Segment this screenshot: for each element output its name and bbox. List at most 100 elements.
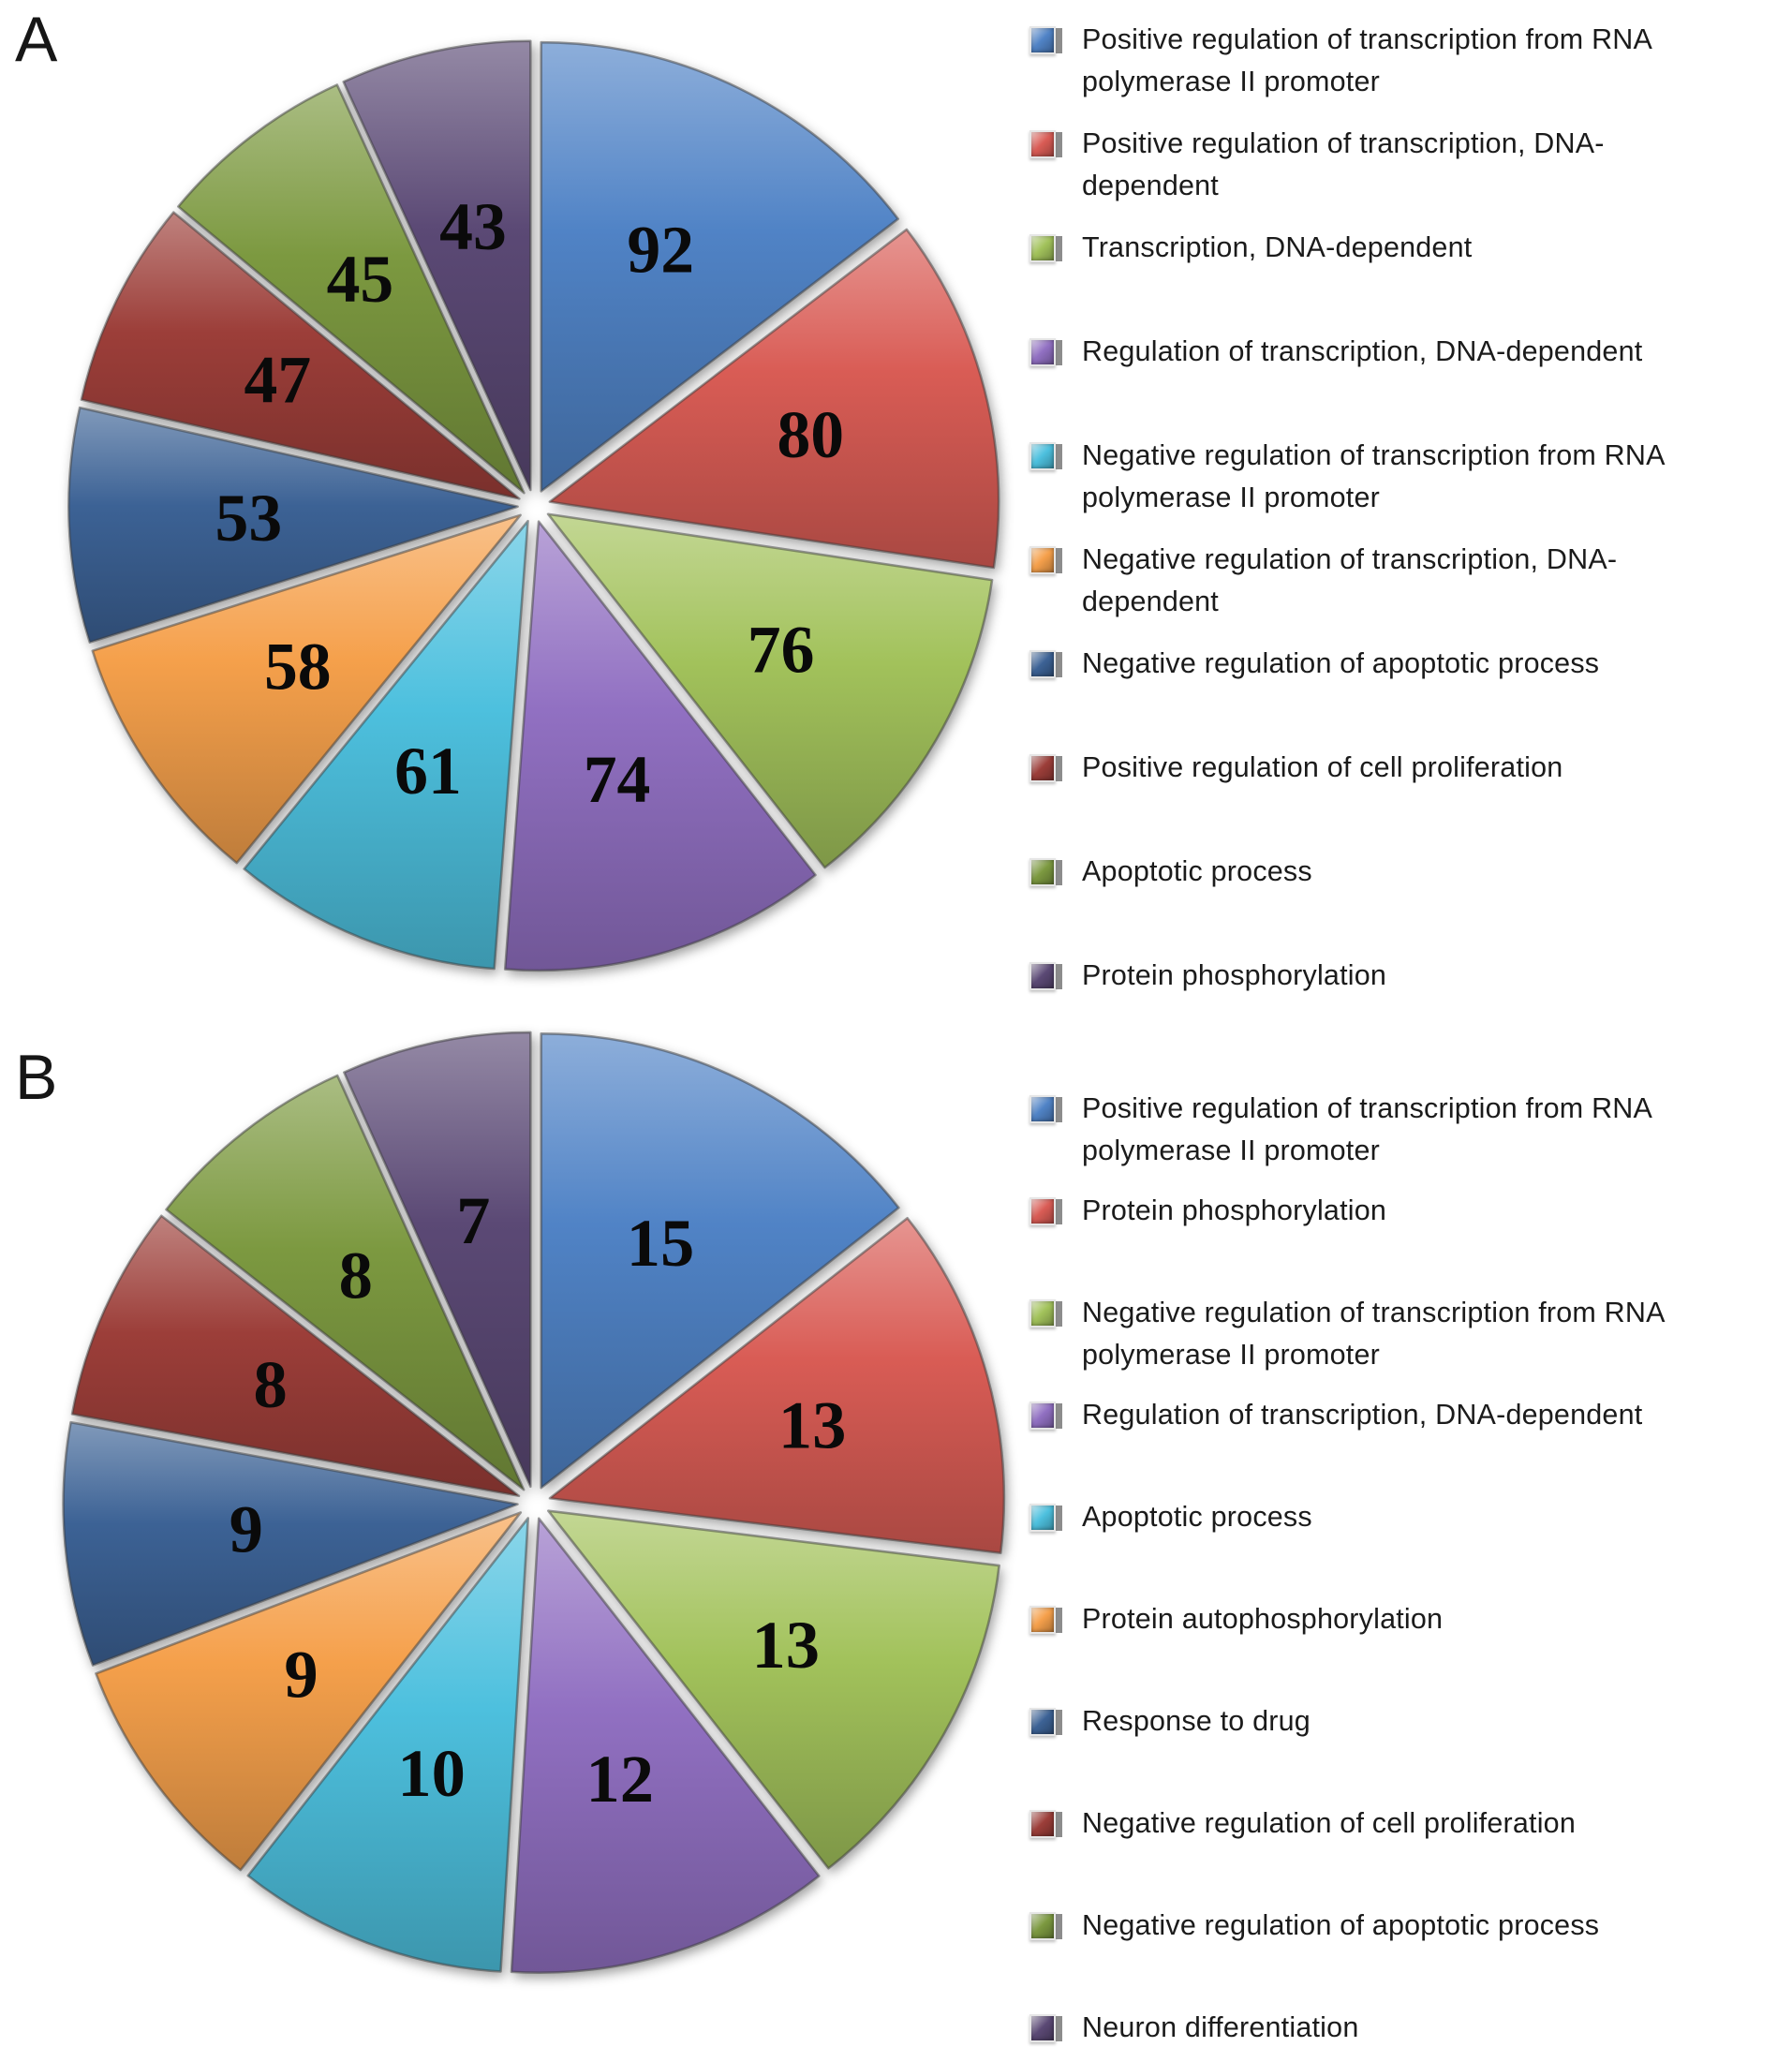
slice-value-label: 10: [397, 1735, 466, 1811]
legend-label: Neuron differentiation: [1082, 2011, 1359, 2043]
legend-color-swatch-icon: [1029, 1606, 1062, 1634]
legend-label: Positive regulation of transcription fro…: [1082, 23, 1653, 97]
legend-label: Response to drug: [1082, 1705, 1311, 1737]
legend-label: Positive regulation of transcription, DN…: [1082, 127, 1605, 201]
legend-item: Neuron differentiation: [1028, 2007, 1792, 2047]
legend-color-swatch-icon: [1029, 1504, 1062, 1532]
legend-label: Negative regulation of transcription fro…: [1082, 439, 1666, 513]
legend-item: Protein phosphorylation: [1028, 955, 1792, 1059]
legend-color-swatch-icon: [1029, 962, 1062, 990]
legend-label: Protein phosphorylation: [1082, 959, 1387, 991]
legend-label: Apoptotic process: [1082, 1501, 1312, 1533]
legend-color-swatch-icon: [1029, 1912, 1062, 1940]
legend-item: Apoptotic process: [1028, 851, 1792, 955]
legend-item: Negative regulation of transcription fro…: [1028, 435, 1792, 539]
slice-value-label: 8: [339, 1238, 373, 1313]
slice-value-label: 53: [215, 481, 282, 556]
pie-slice: [548, 1216, 1006, 1555]
pie-slice: [503, 520, 817, 972]
pie-slice: [62, 1420, 519, 1667]
legend-item: Negative regulation of apoptotic process: [1028, 1905, 1792, 2007]
slice-value-label: 7: [456, 1182, 490, 1258]
legend-item: Negative regulation of cell proliferatio…: [1028, 1802, 1792, 1905]
legend-color-swatch-icon: [1029, 338, 1062, 366]
legend-color-swatch-icon: [1029, 1095, 1062, 1123]
legend-color-swatch-icon: [1029, 546, 1062, 574]
slice-value-label: 43: [439, 189, 507, 264]
slice-value-label: 61: [394, 734, 462, 808]
legend-item: Positive regulation of transcription, DN…: [1028, 123, 1792, 227]
pie-slice: [70, 1214, 521, 1498]
legend-label: Protein phosphorylation: [1082, 1194, 1387, 1226]
legend-label: Transcription, DNA-dependent: [1082, 231, 1473, 263]
pie-slice: [343, 1031, 532, 1489]
pie-slice: [342, 39, 532, 492]
panel-a-label: A: [15, 4, 58, 75]
slice-value-label: 15: [627, 1205, 695, 1281]
legend-item: Transcription, DNA-dependent: [1028, 227, 1792, 331]
pie-slice: [91, 513, 522, 865]
slice-value-label: 13: [751, 1607, 820, 1683]
legend-item: Response to drug: [1028, 1700, 1792, 1802]
slice-value-label: 92: [627, 213, 694, 288]
legend-color-swatch-icon: [1029, 1402, 1062, 1430]
legend-color-swatch-icon: [1029, 442, 1062, 470]
slice-value-label: 80: [777, 397, 844, 472]
pie-slice: [246, 1517, 530, 1973]
legend-color-swatch-icon: [1029, 1197, 1062, 1225]
legend-color-swatch-icon: [1029, 1810, 1062, 1838]
legend-item: Negative regulation of transcription fro…: [1028, 1292, 1792, 1394]
pie-slice: [243, 519, 529, 971]
legend-label: Apoptotic process: [1082, 855, 1312, 887]
slice-value-label: 74: [584, 742, 651, 817]
legend-label: Positive regulation of cell proliferatio…: [1082, 751, 1563, 783]
legend-color-swatch-icon: [1029, 858, 1062, 886]
pie-slice: [80, 211, 521, 500]
legend-item: Apoptotic process: [1028, 1496, 1792, 1598]
slice-value-label: 13: [778, 1387, 847, 1463]
legend-item: Protein phosphorylation: [1028, 1190, 1792, 1292]
slice-value-label: 9: [284, 1636, 318, 1712]
slice-value-label: 9: [230, 1491, 263, 1566]
pie-slice: [547, 1509, 1000, 1870]
legend-color-swatch-icon: [1029, 754, 1062, 782]
legend-label: Regulation of transcription, DNA-depende…: [1082, 335, 1643, 367]
pie-slice: [540, 40, 899, 493]
pie-slice: [165, 1074, 526, 1491]
slice-value-label: 45: [327, 242, 394, 317]
legend-item: Negative regulation of transcription, DN…: [1028, 539, 1792, 643]
pie-slice: [177, 83, 526, 495]
legend-item: Positive regulation of cell proliferatio…: [1028, 747, 1792, 851]
legend-color-swatch-icon: [1029, 1299, 1062, 1328]
legend-item: Protein autophosphorylation: [1028, 1598, 1792, 1700]
legend-color-swatch-icon: [1029, 26, 1062, 54]
legend-item: Positive regulation of transcription fro…: [1028, 1088, 1792, 1190]
panel-b-label: B: [15, 1042, 58, 1113]
slice-value-label: 58: [264, 629, 332, 704]
legend-label: Negative regulation of transcription, DN…: [1082, 543, 1618, 617]
legend-label: Regulation of transcription, DNA-depende…: [1082, 1399, 1643, 1431]
legend-item: Negative regulation of apoptotic process: [1028, 643, 1792, 747]
legend-color-swatch-icon: [1029, 130, 1062, 158]
legend-color-swatch-icon: [1029, 2014, 1062, 2042]
slice-value-label: 76: [748, 612, 815, 687]
pie-slice: [546, 512, 994, 869]
legend-label: Negative regulation of apoptotic process: [1082, 647, 1600, 679]
legend-label: Negative regulation of cell proliferatio…: [1082, 1807, 1576, 1839]
legend-label: Negative regulation of transcription fro…: [1082, 1297, 1666, 1371]
legend-label: Negative regulation of apoptotic process: [1082, 1909, 1600, 1941]
slice-value-label: 8: [254, 1346, 288, 1422]
legend-item: Regulation of transcription, DNA-depende…: [1028, 1394, 1792, 1496]
legend-b: Positive regulation of transcription fro…: [1028, 1088, 1792, 2047]
legend-color-swatch-icon: [1029, 650, 1062, 678]
legend-item: Positive regulation of transcription fro…: [1028, 19, 1792, 123]
legend-color-swatch-icon: [1029, 1708, 1062, 1736]
pie-slice: [510, 1517, 821, 1974]
pie-slice: [548, 228, 1000, 570]
pie-slice: [540, 1032, 900, 1490]
legend-color-swatch-icon: [1029, 234, 1062, 262]
legend-label: Protein autophosphorylation: [1082, 1603, 1444, 1635]
